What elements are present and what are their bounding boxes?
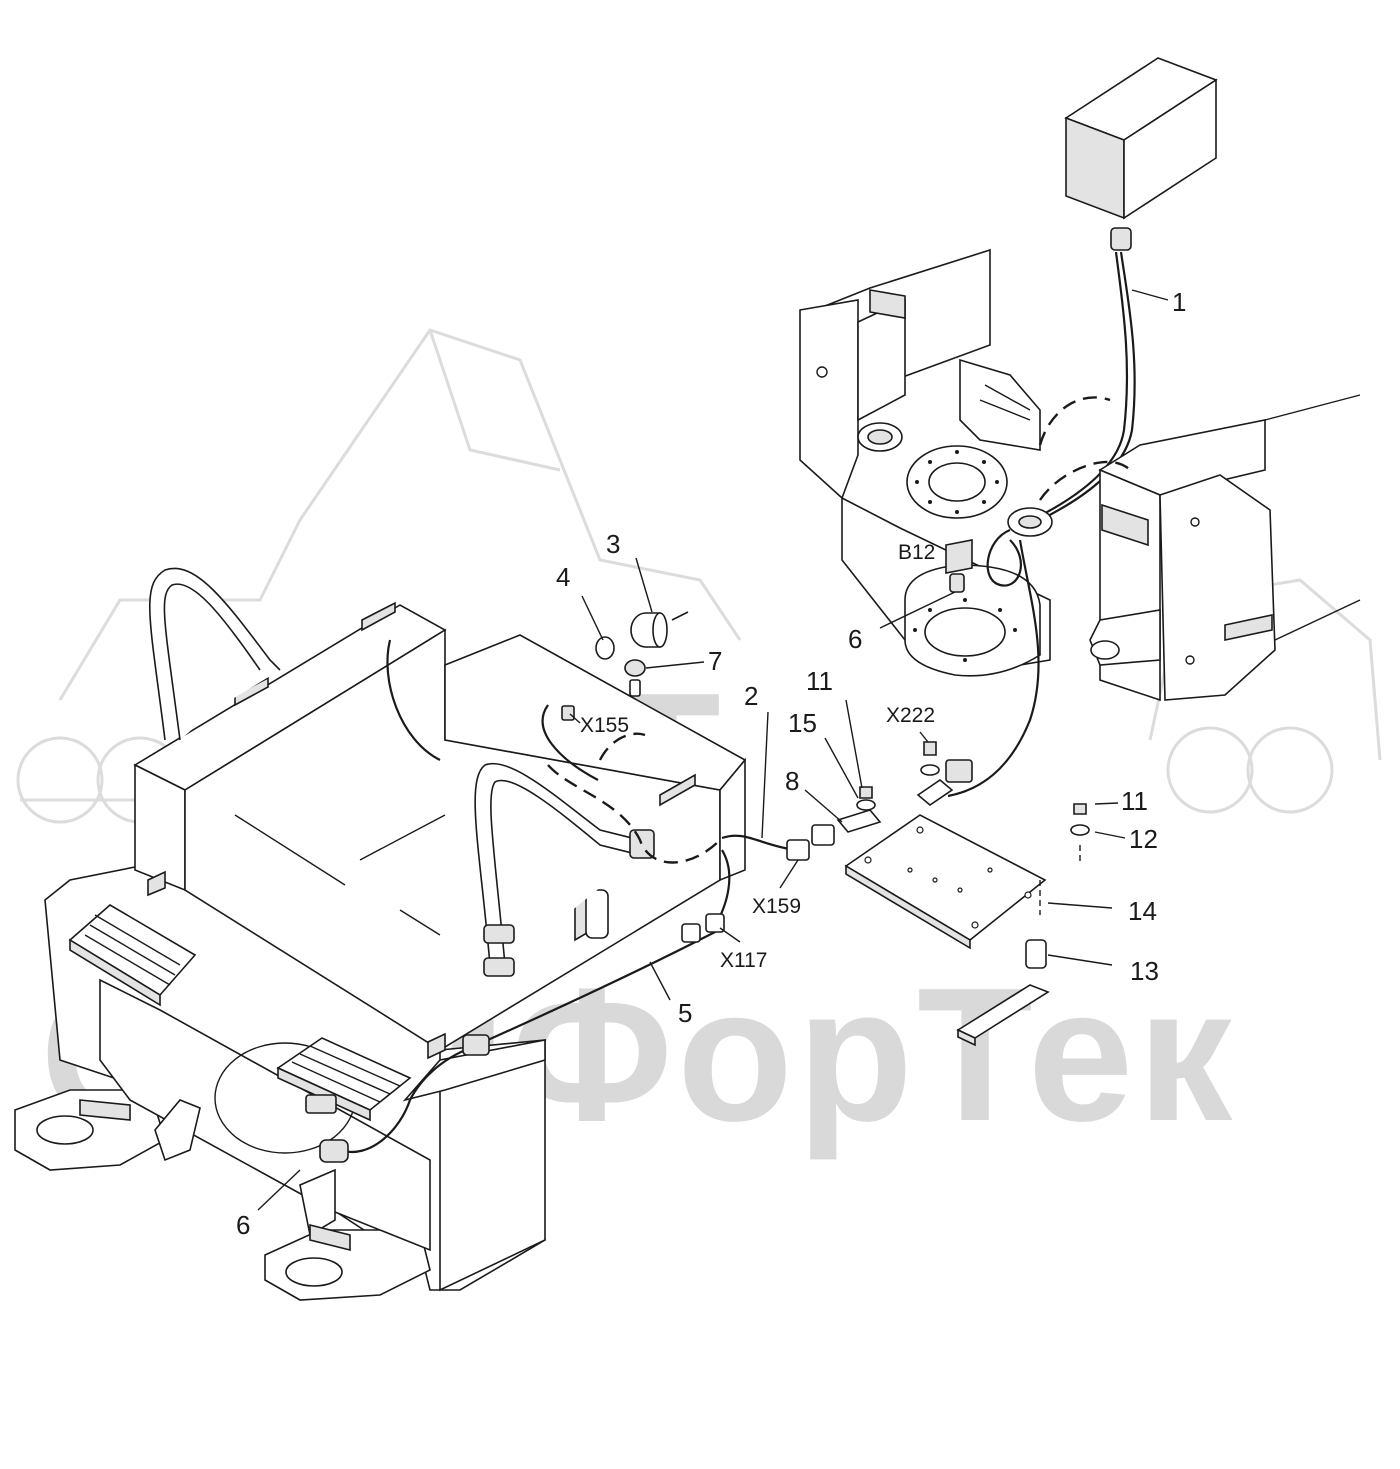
- step-plate-right: [276, 1037, 412, 1122]
- callout-6-upper: 6: [848, 624, 862, 654]
- connector-b12: B12: [898, 541, 935, 564]
- leader-lines: [257, 289, 1169, 1211]
- callout-11-right: 11: [1121, 786, 1148, 816]
- step-plate-left: [68, 904, 197, 1007]
- callout-4: 4: [556, 562, 570, 592]
- upper-chassis: [799, 248, 1361, 798]
- callout-12: 12: [1129, 824, 1158, 854]
- callout-7: 7: [708, 646, 722, 676]
- callout-2: 2: [744, 681, 758, 711]
- callout-14: 14: [1128, 896, 1157, 926]
- callout-5: 5: [678, 998, 692, 1028]
- callout-15: 15: [788, 708, 817, 738]
- connector-x155: X155: [580, 714, 629, 737]
- control-box: [1031, 57, 1218, 521]
- callout-13: 13: [1130, 956, 1159, 986]
- bushing-parts: [595, 611, 689, 697]
- callout-11-upper: 11: [806, 666, 833, 696]
- callout-1: 1: [1172, 287, 1186, 317]
- connector-x222: X222: [886, 704, 935, 727]
- main-chassis: [14, 567, 835, 1301]
- callout-labels: 1 2 3 4 5 6 6 7 8 11 11 12 13 14 15: [236, 287, 1186, 1240]
- connector-labels: B12 X155 X159 X117 X222: [580, 541, 935, 972]
- mounting-plate: [836, 741, 1090, 1047]
- callout-3: 3: [606, 529, 620, 559]
- callout-8: 8: [785, 766, 799, 796]
- connector-x159: X159: [752, 895, 801, 918]
- connector-x117: X117: [720, 949, 768, 972]
- callout-6-lower: 6: [236, 1210, 250, 1240]
